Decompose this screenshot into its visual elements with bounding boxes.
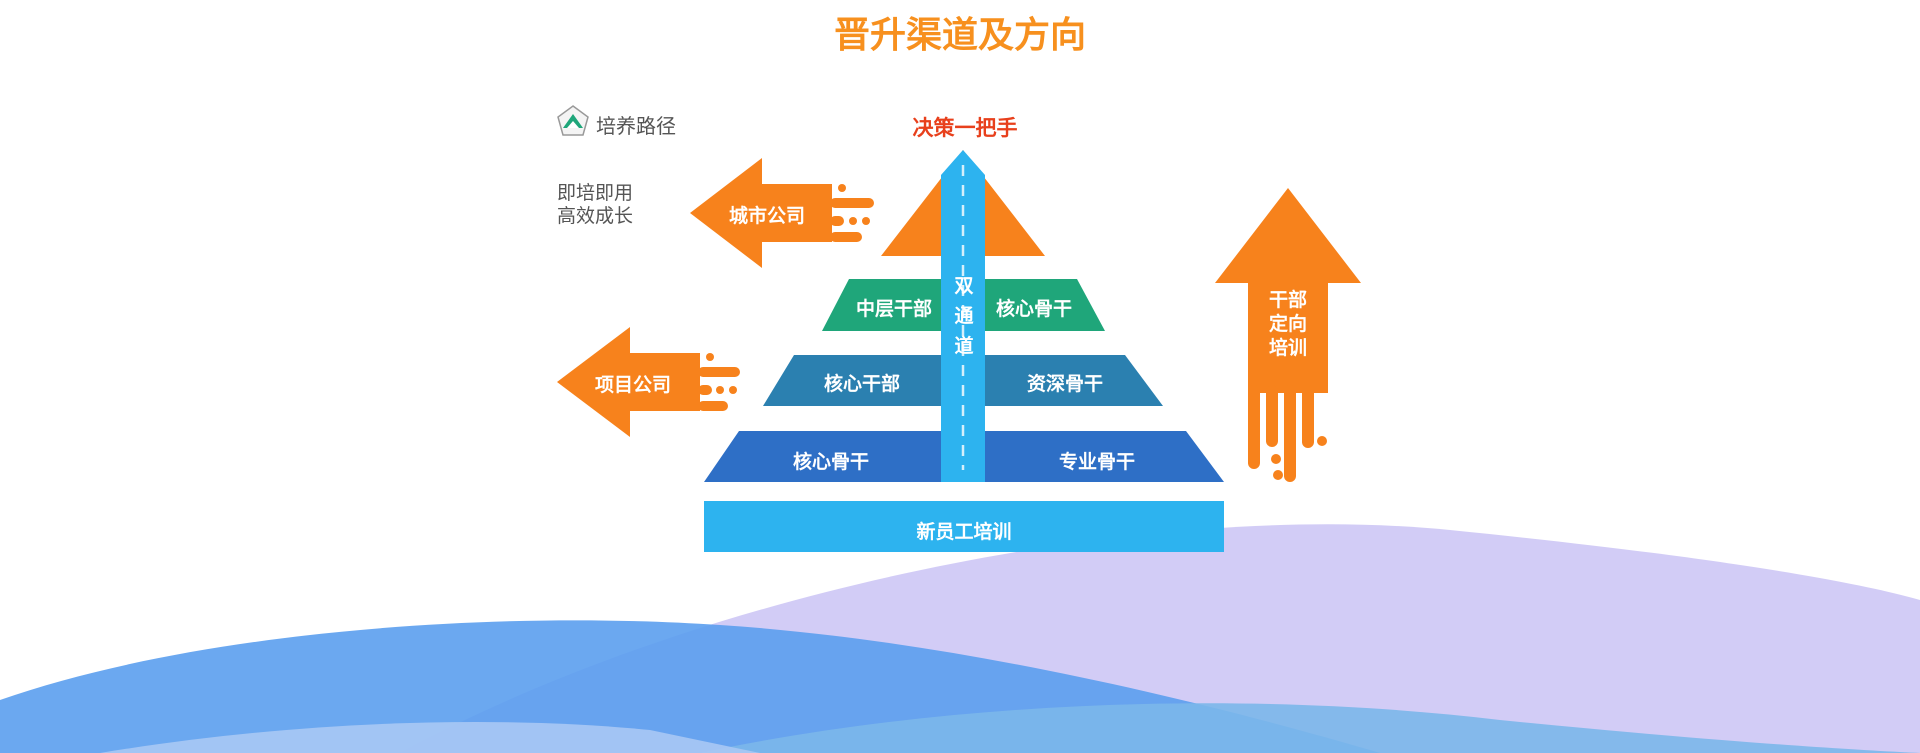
project-arrow-label: 项目公司: [594, 374, 671, 396]
channel-label: 双 通 道: [944, 271, 984, 361]
page-title: 晋升渠道及方向: [833, 15, 1086, 56]
up-arrow-line: 干部: [1268, 289, 1307, 311]
up-arrow-line: 定向: [1268, 313, 1307, 335]
project-arrow-shape: [557, 327, 740, 437]
bg-wave-blue-right: [700, 703, 1920, 753]
side-text-line: 高效成长: [557, 205, 634, 227]
tier1-left-label: 中层干部: [855, 298, 932, 320]
base-rect: [704, 501, 1224, 552]
city-arrow-label: 城市公司: [728, 205, 805, 227]
tier1-right-label: 核心骨干: [995, 298, 1072, 320]
bg-wave-light: [100, 721, 760, 753]
channel-char: 双: [954, 275, 974, 297]
tier2-right-label: 资深骨干: [1026, 373, 1103, 395]
legend-label: 培养路径: [596, 114, 676, 138]
channel-char: 道: [954, 335, 974, 357]
tier3-left-label: 核心骨干: [792, 451, 869, 473]
tier2-left-label: 核心干部: [823, 373, 900, 395]
side-text-line: 即培即用: [557, 182, 634, 204]
city-arrow-shape: [690, 158, 874, 268]
apex-label: 决策一把手: [912, 116, 1018, 140]
pentagon-logo-icon: [557, 105, 589, 136]
channel-char: 通: [954, 305, 974, 327]
up-arrow-label: 干部 定向 培训: [1248, 288, 1328, 360]
side-text: 即培即用 高效成长: [557, 182, 677, 228]
tier3-right-label: 专业骨干: [1058, 451, 1135, 473]
up-arrow-line: 培训: [1268, 337, 1307, 359]
base-label: 新员工培训: [916, 521, 1012, 543]
up-arrow-shape: [1215, 188, 1361, 482]
